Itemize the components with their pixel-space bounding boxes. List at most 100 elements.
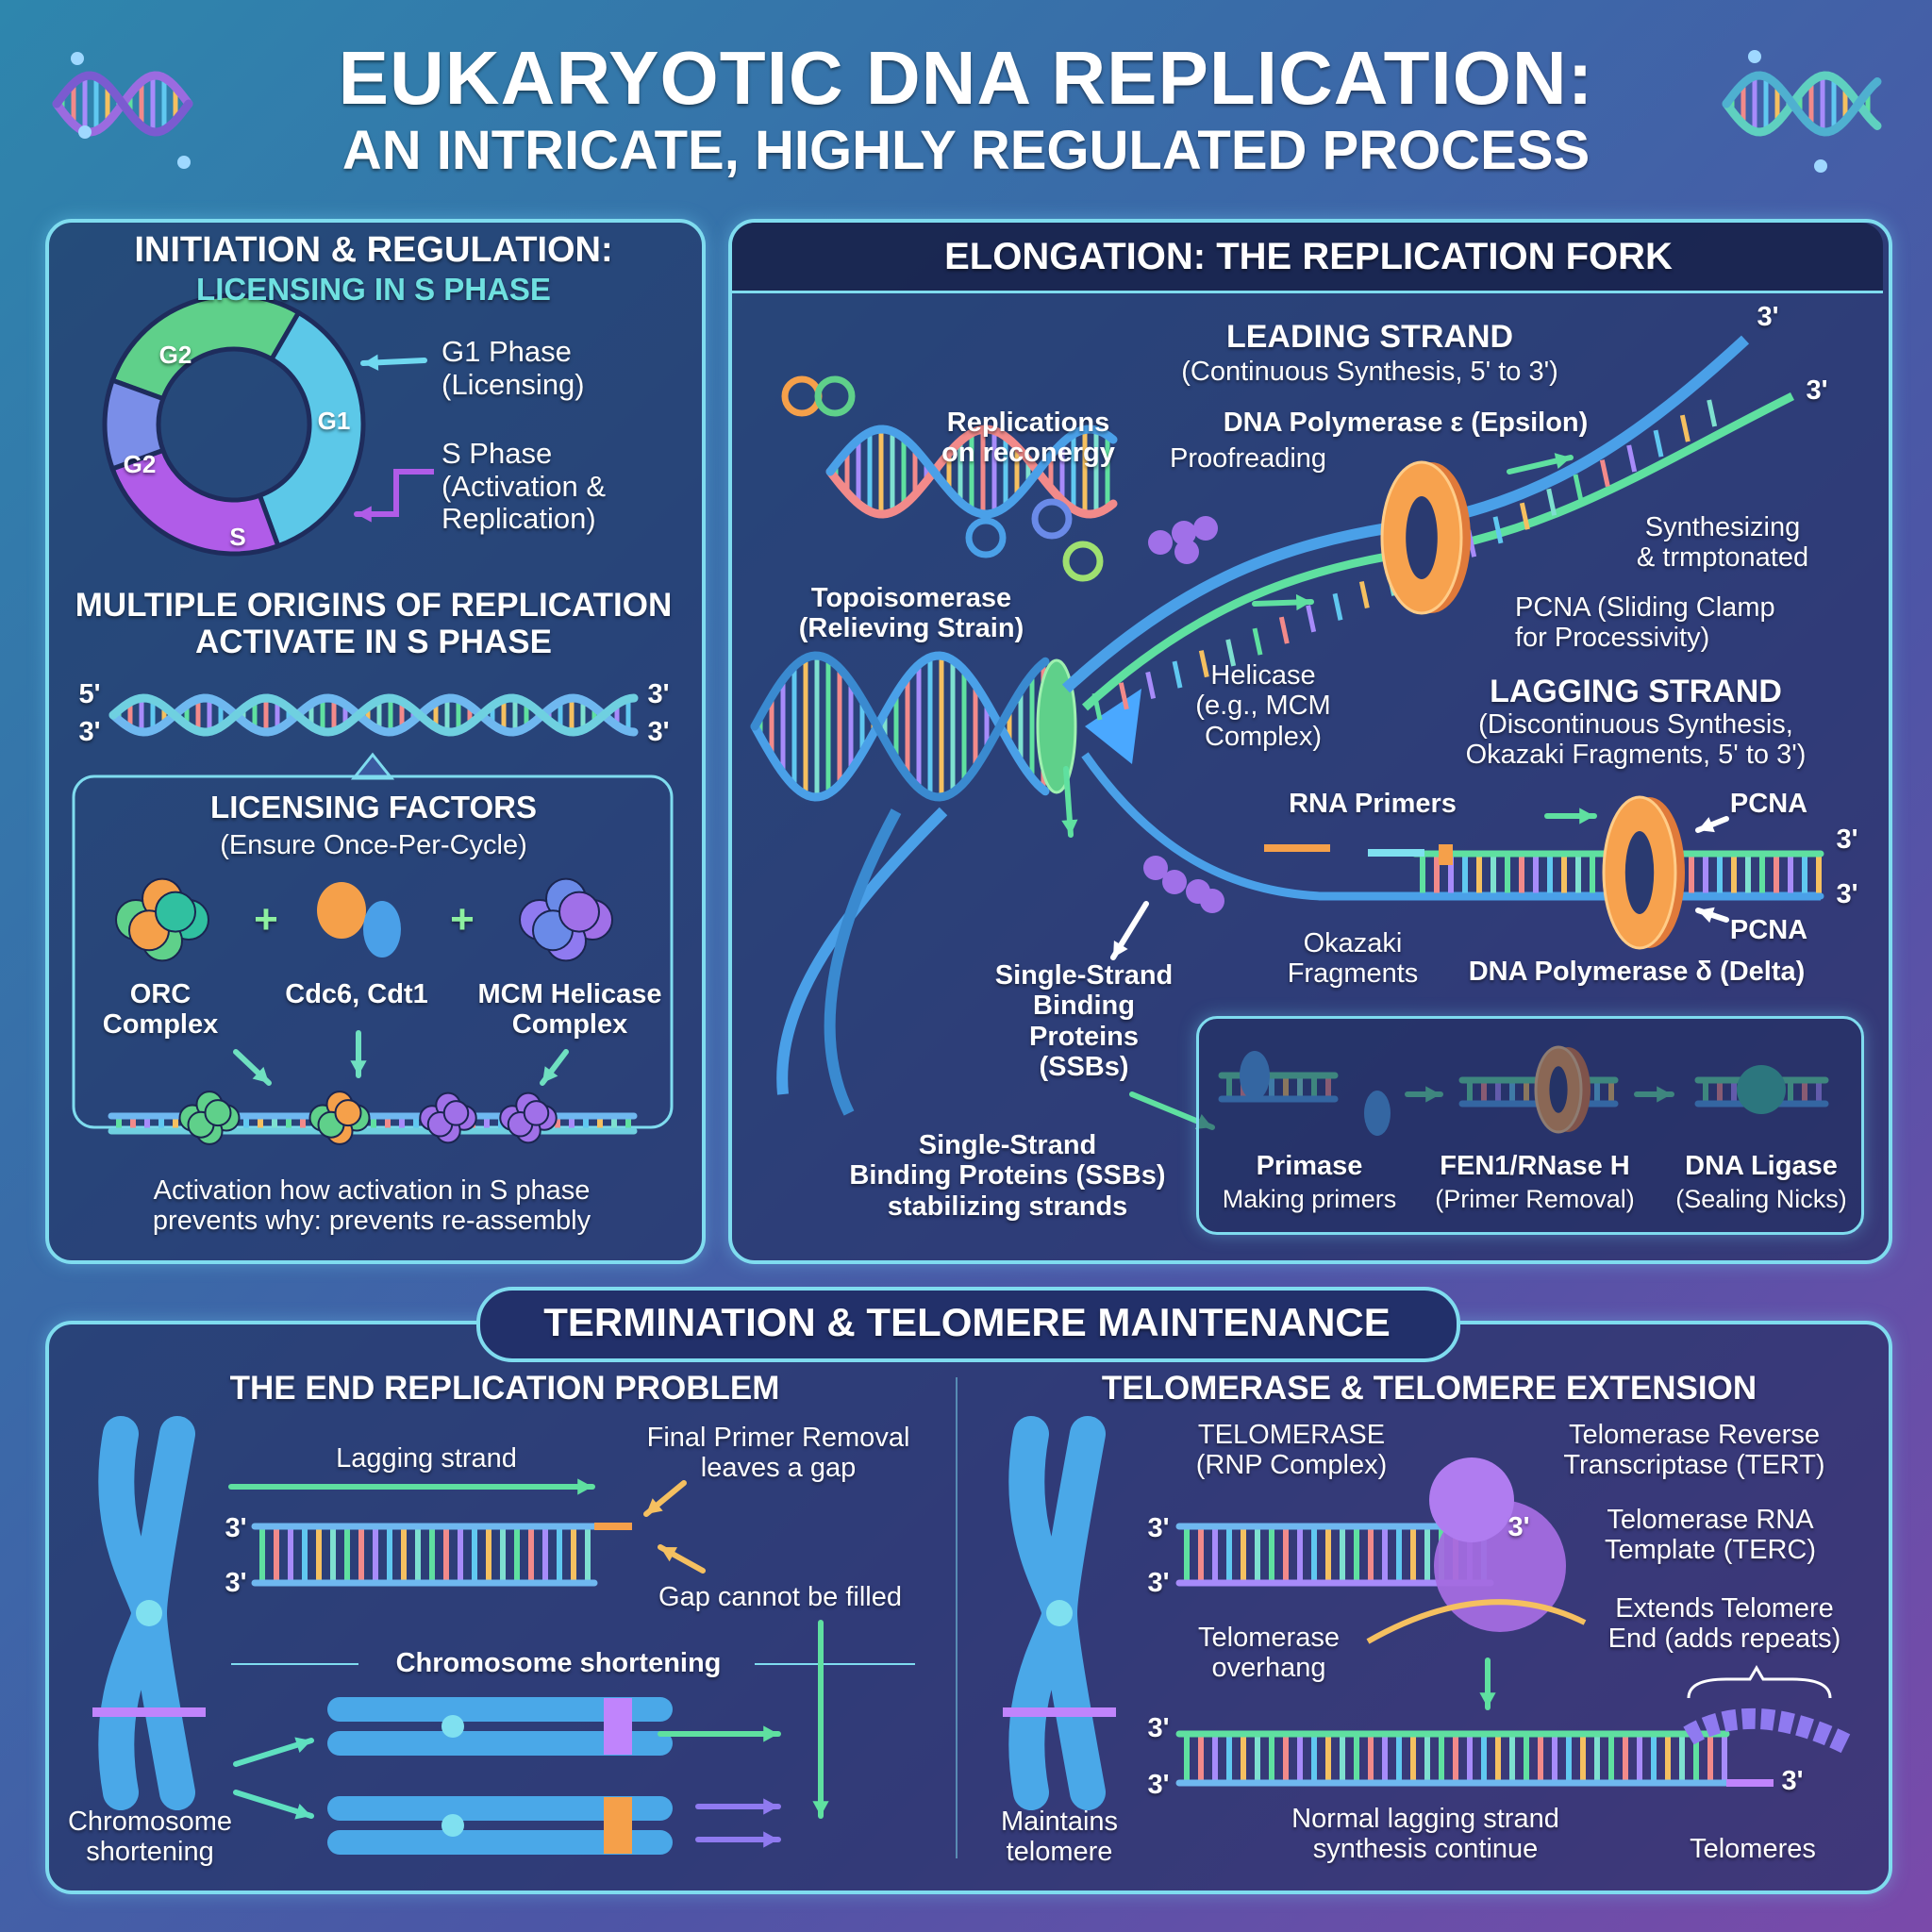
orc-complex-icon — [155, 891, 196, 933]
molecule-icon — [1031, 498, 1073, 540]
lagging-strand-label: Lagging strand — [336, 1443, 517, 1474]
terc-label: Telomerase RNA Template (TERC) — [1605, 1505, 1816, 1566]
telomere-repeats — [1683, 1707, 1854, 1755]
base-pair — [1707, 399, 1718, 427]
decor-dna-left-strand — [52, 71, 193, 137]
licensing-title: LICENSING FACTORS — [210, 790, 537, 824]
arrow-head — [1698, 817, 1715, 833]
arrow-head — [1698, 907, 1715, 924]
base-pair — [1546, 488, 1557, 516]
page-subtitle: AN INTRICATE, HIGHLY REGULATED PROCESS — [341, 120, 1591, 181]
strand-end: 3' — [225, 1513, 247, 1543]
base-pair — [1679, 414, 1690, 442]
pol-delta-label: DNA Polymerase δ (Delta) — [1468, 957, 1806, 987]
strand-end: 3' — [1836, 824, 1858, 855]
pol-epsilon-label: DNA Polymerase ε (Epsilon) — [1223, 408, 1589, 438]
lagging-strand-title: LAGGING STRAND — [1490, 674, 1782, 709]
strand-end: 3' — [647, 717, 670, 747]
chromosome-left-centromere — [136, 1600, 162, 1626]
telomere-cap — [604, 1698, 632, 1755]
extends-label: Extends Telomere End (adds repeats) — [1607, 1593, 1841, 1655]
rnp-label: TELOMERASE (RNP Complex) — [1195, 1420, 1388, 1481]
ssb-stabilizing-label: Single-Strand Binding Proteins (SSBs) st… — [849, 1130, 1166, 1222]
terc-rna — [1366, 1599, 1587, 1644]
leading-strand-title: LEADING STRAND — [1225, 319, 1514, 355]
mcm-helicase-label: MCM Helicase Complex — [477, 979, 662, 1041]
telomere-cap — [604, 1797, 632, 1854]
primase-role: Making primers — [1222, 1185, 1397, 1213]
strand-end: 3' — [1147, 1513, 1170, 1543]
arrow-head — [252, 1066, 269, 1083]
cell-cycle-segment — [109, 447, 282, 557]
leading-strand-subtitle: (Continuous Synthesis, 5' to 3') — [1181, 357, 1558, 387]
arrow-head — [294, 1804, 311, 1820]
lagging-template — [1081, 752, 1821, 901]
s-phase-label: S Phase (Activation & Replication) — [441, 437, 607, 536]
fen1-role: (Primer Removal) — [1435, 1185, 1635, 1213]
arrow-head — [294, 1737, 311, 1753]
base-pair — [1358, 580, 1370, 609]
cdc6-icon — [317, 882, 366, 939]
s-pointer-line — [363, 469, 434, 517]
licensing-subtitle: (Ensure Once-Per-Cycle) — [220, 830, 527, 860]
arrow-head — [1554, 453, 1571, 469]
base-pair — [1626, 444, 1638, 473]
arrow-head — [763, 1831, 778, 1848]
helicase-label: Helicase (e.g., MCM Complex) — [1195, 660, 1331, 752]
enzymes-box — [1196, 1016, 1864, 1235]
ligase-label: DNA Ligase — [1685, 1151, 1838, 1181]
parental-dna-strand — [750, 651, 1050, 802]
gap-label: Gap cannot be filled — [658, 1582, 902, 1612]
arrow-head — [763, 1725, 778, 1742]
arrow-head — [660, 1547, 677, 1562]
sparkle-dot — [78, 125, 92, 139]
origins-dna-strand — [108, 693, 639, 737]
bound-orc — [204, 1099, 232, 1127]
arrow-head — [350, 1060, 367, 1075]
arrow-head — [542, 1066, 558, 1083]
strand-end: 3' — [1147, 1770, 1170, 1800]
tert-icon — [1429, 1457, 1514, 1542]
strand-end: 3' — [1147, 1568, 1170, 1598]
replication-helix-strand — [825, 425, 1118, 519]
arrow-head — [1579, 808, 1594, 824]
strand-end: 3' — [225, 1568, 247, 1598]
molecule-icon — [781, 375, 823, 417]
rna-primer — [1439, 844, 1453, 865]
elongation-header-bar — [732, 223, 1883, 293]
parental-dna-tail — [776, 807, 948, 1095]
molecule-icon — [814, 375, 856, 417]
molecule-icon — [965, 517, 1007, 558]
ligase-role: (Sealing Nicks) — [1675, 1185, 1847, 1213]
tert-label: Telomerase Reverse Transcriptase (TERT) — [1563, 1420, 1825, 1481]
telomere-overhang — [1726, 1779, 1774, 1787]
orc-complex-label: ORC Complex — [102, 979, 219, 1041]
base-pair — [1198, 650, 1209, 678]
mcm-helicase-icon — [558, 891, 600, 933]
final-primer — [594, 1523, 632, 1530]
sparkle-dot — [177, 156, 191, 169]
base-pair — [1573, 474, 1584, 502]
fen1-label: FEN1/RNase H — [1440, 1151, 1630, 1181]
arrow-head — [646, 1498, 663, 1514]
pol-epsilon-clamp-hole — [1406, 496, 1438, 579]
ssb-protein — [1143, 856, 1168, 880]
g1-pointer-arrow-head — [363, 354, 379, 371]
arrow-head — [1479, 1692, 1496, 1707]
base-pair — [1332, 592, 1343, 621]
base-pair — [1225, 639, 1237, 667]
strand-end: 3' — [1781, 1766, 1804, 1796]
pol-delta-clamp-hole — [1624, 831, 1655, 914]
ssb-protein — [1162, 870, 1187, 894]
base-pair — [1519, 502, 1530, 530]
origins-dna-strand — [108, 693, 639, 737]
shortening-left-label: Chromosome shortening — [67, 1807, 233, 1868]
end-problem-title: THE END REPLICATION PROBLEM — [229, 1370, 780, 1407]
chromosome-right-centromere — [1046, 1600, 1073, 1626]
molecule-icon — [1062, 541, 1104, 582]
arrow-head — [1295, 593, 1311, 611]
bound-mcm — [442, 1100, 470, 1126]
sparkle-dot — [1748, 50, 1761, 63]
lagging-strand-subtitle: (Discontinuous Synthesis, Okazaki Fragme… — [1465, 709, 1807, 771]
base-pair — [1118, 682, 1129, 710]
